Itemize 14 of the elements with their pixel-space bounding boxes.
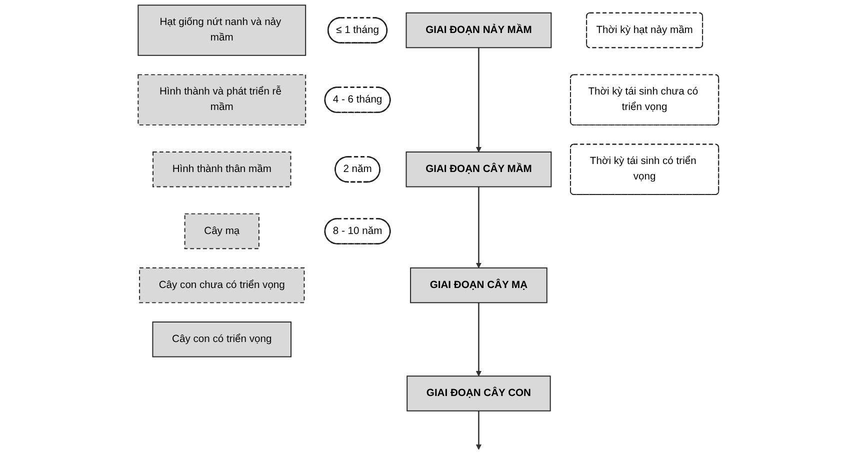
node-box: Cây con có triển vọng <box>152 322 292 358</box>
node-box: GIAI ĐOẠN CÂY CON <box>406 376 551 412</box>
node-box: Hình thành thân mầm <box>152 152 292 188</box>
node-box: Cây con chưa có triển vọng <box>139 267 305 304</box>
node-box: Hình thành và phát triển rễ mầm <box>138 74 306 126</box>
node-box: Cây mạ <box>184 213 260 250</box>
arrow <box>476 186 482 268</box>
arrow <box>476 48 482 152</box>
arrow <box>476 302 482 376</box>
node-box: GIAI ĐOẠN CÂY MẠ <box>410 267 548 304</box>
node-box: Hạt giống nứt nanh và nảy mầm <box>138 4 306 56</box>
arrow <box>476 410 482 450</box>
node-box: GIAI ĐOẠN CÂY MẦM <box>406 152 552 188</box>
node-box: GIAI ĐOẠN NẢY MẦM <box>406 12 552 48</box>
